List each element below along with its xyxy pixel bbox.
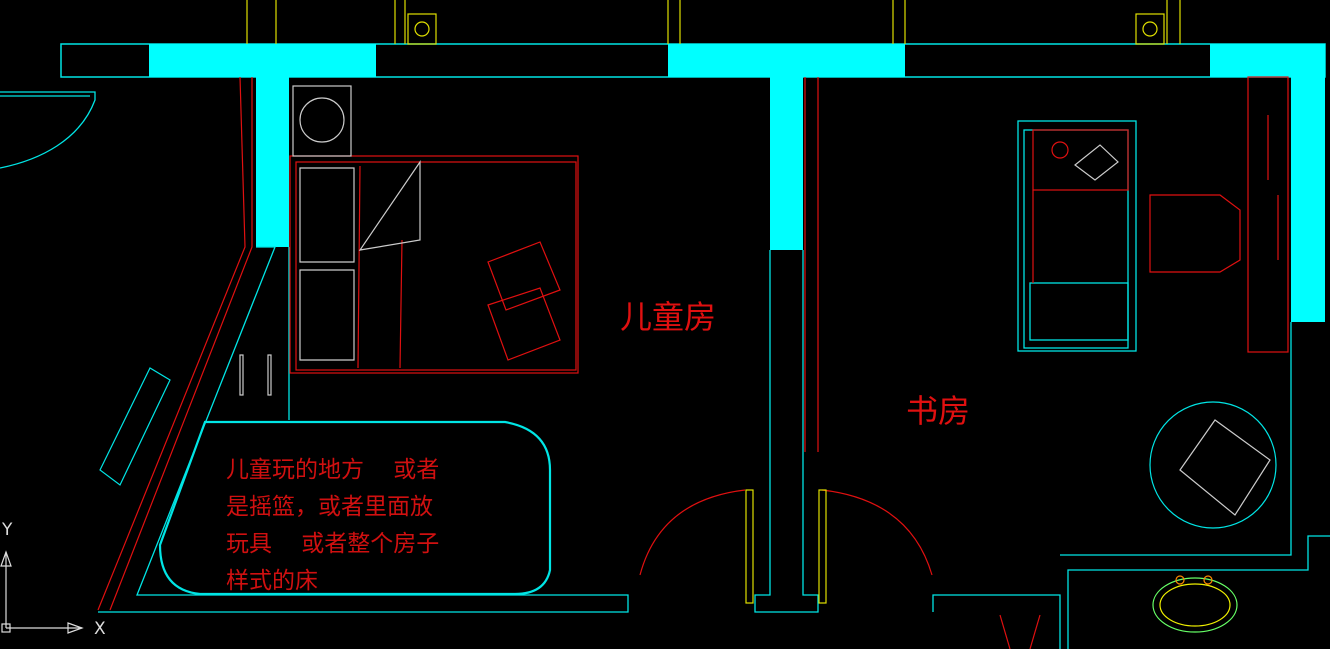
- note-line: 儿童玩的地方 或者: [226, 457, 440, 483]
- play-area-note: 儿童玩的地方 或者 是摇篮，或者里面放 玩具 或者整个房子 样式的床: [226, 452, 439, 600]
- note-line: 样式的床: [226, 568, 318, 594]
- walls-outline: [0, 91, 1330, 649]
- note-line: 是摇篮，或者里面放: [226, 494, 433, 520]
- room-label-children: 儿童房: [620, 298, 717, 336]
- ucs-icon: [0, 550, 84, 634]
- ucs-y-label: Y: [2, 520, 13, 540]
- windows: [246, 0, 1181, 45]
- wall-fills: [149, 44, 1325, 322]
- furniture: [97, 76, 1289, 649]
- note-line: 玩具 或者整个房子: [226, 531, 440, 557]
- ucs-x-label: X: [94, 619, 106, 639]
- fixtures: [99, 85, 1277, 633]
- room-label-study: 书房: [906, 392, 971, 430]
- doors: [745, 489, 827, 604]
